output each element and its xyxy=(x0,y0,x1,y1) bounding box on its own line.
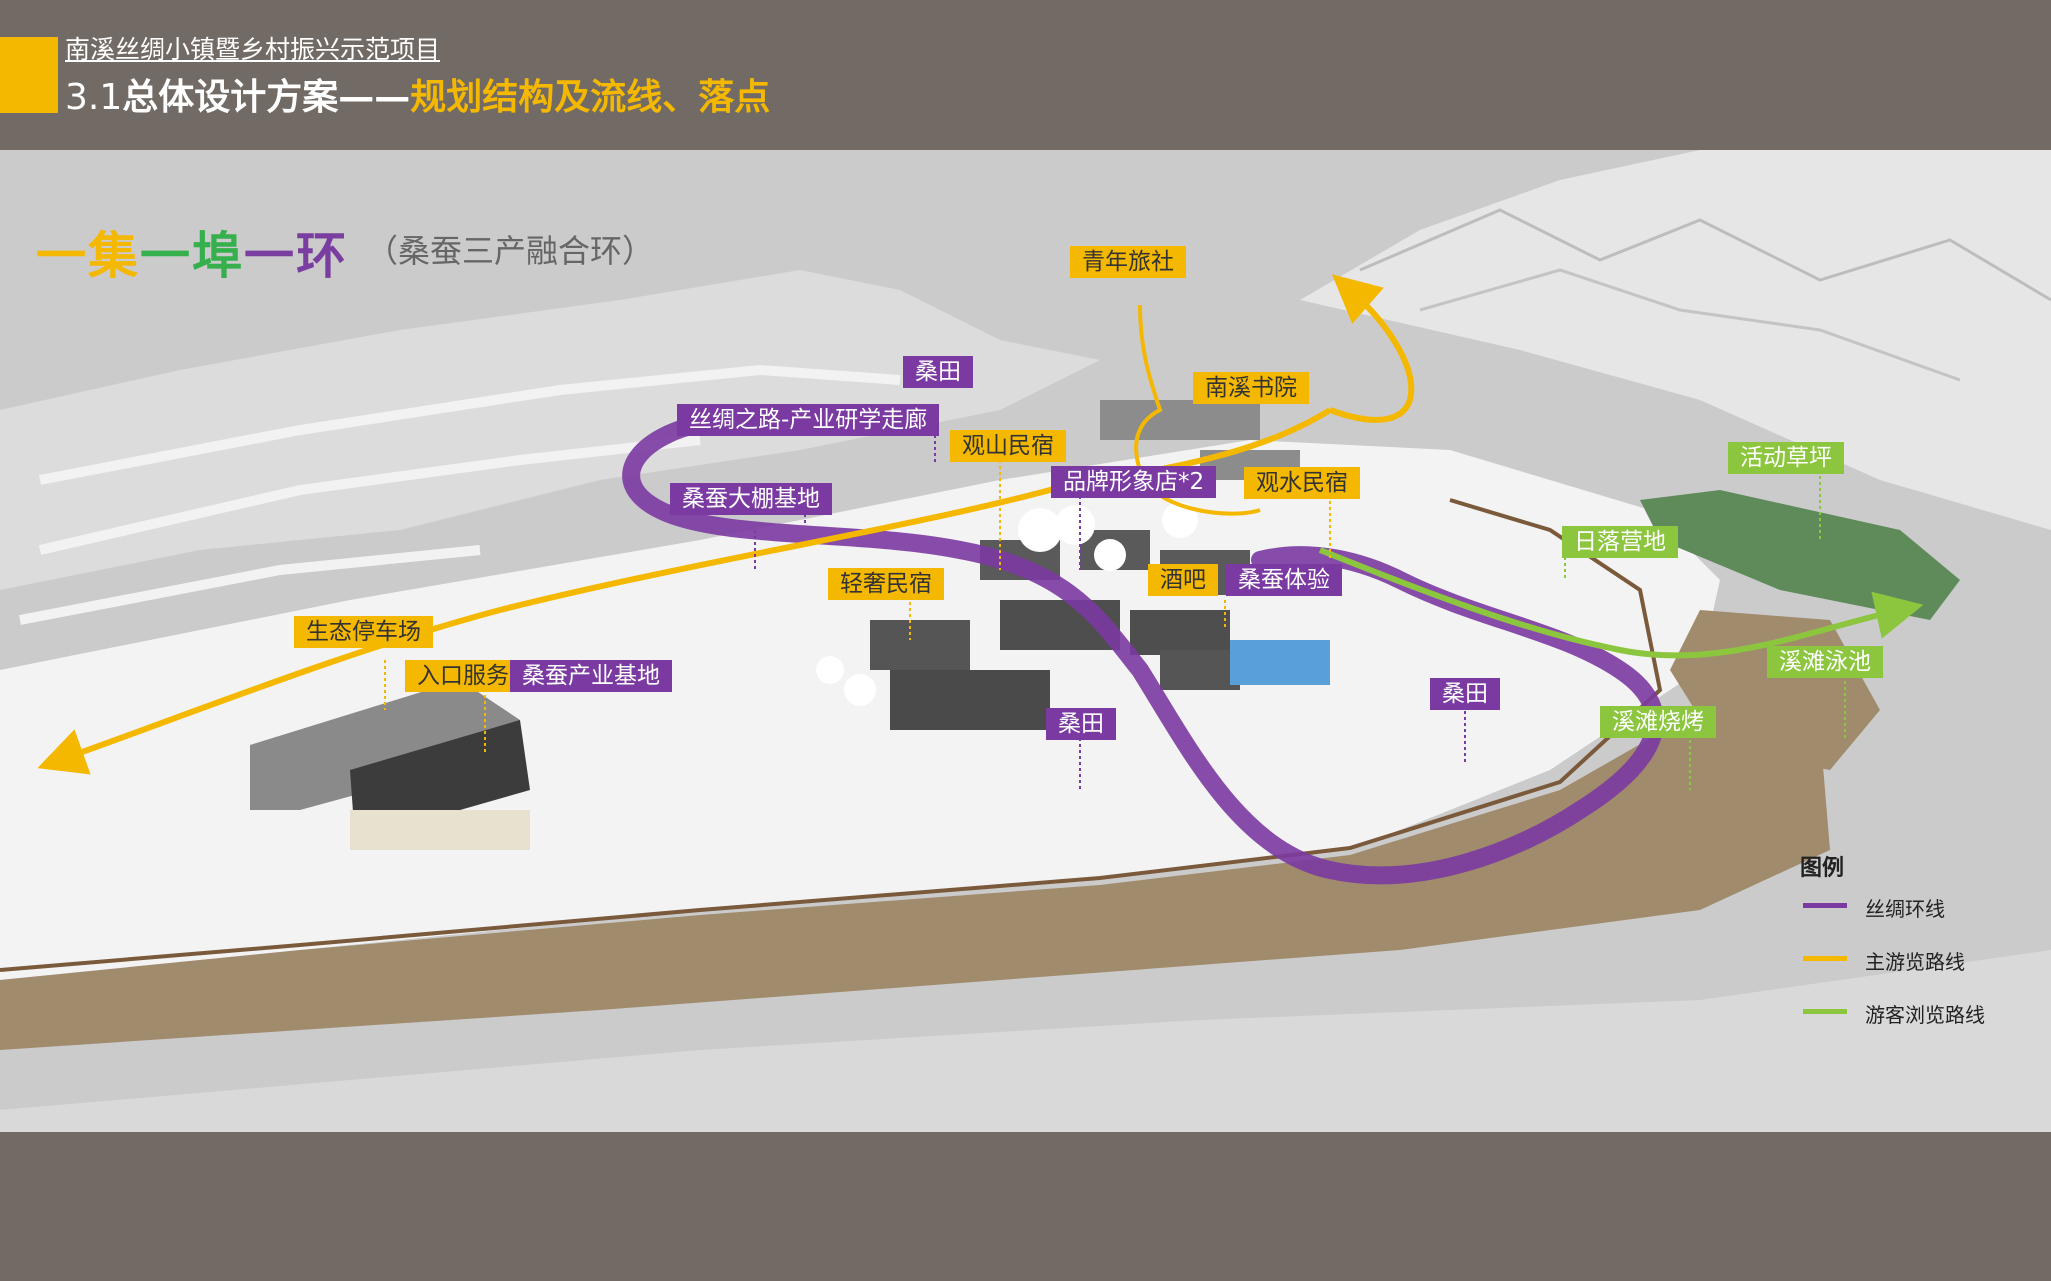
label-greenhouse-base: 桑蚕大棚基地 xyxy=(670,483,832,515)
label-activity-lawn: 活动草坪 xyxy=(1728,442,1844,474)
legend-title: 图例 xyxy=(1800,856,1845,881)
entrance-building xyxy=(250,680,520,810)
label-silk-road-corridor: 丝绸之路-产业研学走廊 xyxy=(677,404,940,436)
label-sericulture-experience: 桑蚕体验 xyxy=(1226,564,1342,596)
concept-part-2: 一埠 xyxy=(140,227,244,285)
river-bank xyxy=(0,710,1830,1050)
label-mulberry-field-right: 桑田 xyxy=(1430,678,1500,710)
header-bar: 南溪丝绸小镇暨乡村振兴示范项目 3.1总体设计方案——规划结构及流线、落点 xyxy=(0,0,2051,150)
label-mulberry-field-top: 桑田 xyxy=(903,356,973,388)
concept-title: 一集一埠一环 xyxy=(36,216,348,288)
footer-bar xyxy=(0,1132,2051,1281)
visitor-route xyxy=(1318,547,1924,659)
label-sunset-camp: 日落营地 xyxy=(1562,526,1678,558)
label-bar: 酒吧 xyxy=(1148,564,1218,596)
lawn-area xyxy=(1640,490,1960,620)
section-number: 3.1 xyxy=(65,77,123,118)
legend-swatch-green xyxy=(1803,1009,1847,1014)
legend-label: 主游览路线 xyxy=(1865,950,1965,974)
pool xyxy=(1230,640,1330,685)
hill-terrain xyxy=(0,270,1100,590)
label-beach-pool: 溪滩泳池 xyxy=(1767,646,1883,678)
label-water-view-bnb: 观水民宿 xyxy=(1244,467,1360,499)
section-title-main: 总体设计方案—— xyxy=(122,77,411,118)
concept-part-1: 一集 xyxy=(36,227,140,285)
site-plan-map: 一集一埠一环 （桑蚕三产融合环） 青年旅社 南溪书院 桑田 丝绸之路-产业研学走… xyxy=(0,150,2051,1132)
legend-swatch-yellow xyxy=(1803,956,1847,961)
legend-label: 游客浏览路线 xyxy=(1865,1003,1985,1027)
label-nanxi-academy: 南溪书院 xyxy=(1193,372,1309,404)
legend-swatch-purple xyxy=(1803,903,1847,908)
site-plan-illustration xyxy=(0,150,2051,1132)
riverside-path xyxy=(0,498,1663,972)
project-name: 南溪丝绸小镇暨乡村振兴示范项目 xyxy=(65,35,441,64)
legend-item-main-route: 主游览路线 xyxy=(1795,946,2035,974)
label-light-luxury-bnb: 轻奢民宿 xyxy=(828,568,944,600)
legend-item-visitor-route: 游客浏览路线 xyxy=(1795,999,2035,1027)
concept-subtitle: （桑蚕三产融合环） xyxy=(366,232,655,270)
label-sericulture-base: 桑蚕产业基地 xyxy=(510,660,672,692)
label-mulberry-field-mid: 桑田 xyxy=(1046,708,1116,740)
label-beach-bbq: 溪滩烧烤 xyxy=(1600,706,1716,738)
label-mountain-view-bnb: 观山民宿 xyxy=(950,430,1066,462)
mountain-terrain xyxy=(1300,150,2051,530)
accent-bar xyxy=(0,37,58,113)
label-entrance-service: 入口服务 xyxy=(405,660,521,692)
label-brand-store: 品牌形象店*2 xyxy=(1051,466,1217,498)
concept-part-3: 一环 xyxy=(244,227,348,285)
section-title: 3.1总体设计方案——规划结构及流线、落点 xyxy=(65,68,770,120)
main-tour-route xyxy=(1328,274,1415,423)
legend-label: 丝绸环线 xyxy=(1865,897,1945,921)
section-title-accent: 规划结构及流线、落点 xyxy=(410,77,771,118)
legend-item-silk-loop: 丝绸环线 xyxy=(1795,893,2035,921)
label-youth-hostel: 青年旅社 xyxy=(1070,246,1186,278)
label-eco-parking: 生态停车场 xyxy=(294,616,433,648)
